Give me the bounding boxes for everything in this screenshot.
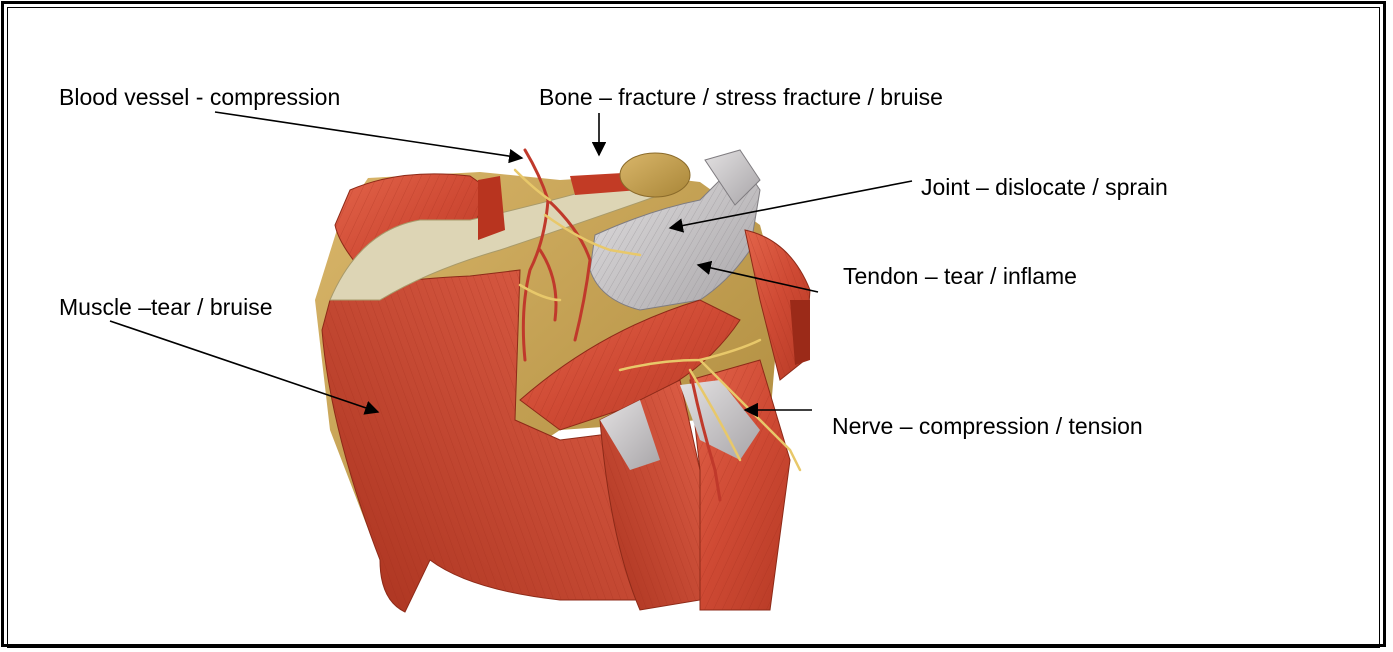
label-muscle: Muscle –tear / bruise xyxy=(59,296,272,319)
arrow-blood-vessel xyxy=(215,112,522,158)
label-bone: Bone – fracture / stress fracture / brui… xyxy=(539,86,943,109)
humeral-head xyxy=(620,153,690,197)
label-blood-vessel: Blood vessel - compression xyxy=(59,86,340,109)
label-nerve: Nerve – compression / tension xyxy=(832,415,1143,438)
label-tendon: Tendon – tear / inflame xyxy=(843,265,1077,288)
label-joint: Joint – dislocate / sprain xyxy=(921,176,1168,199)
